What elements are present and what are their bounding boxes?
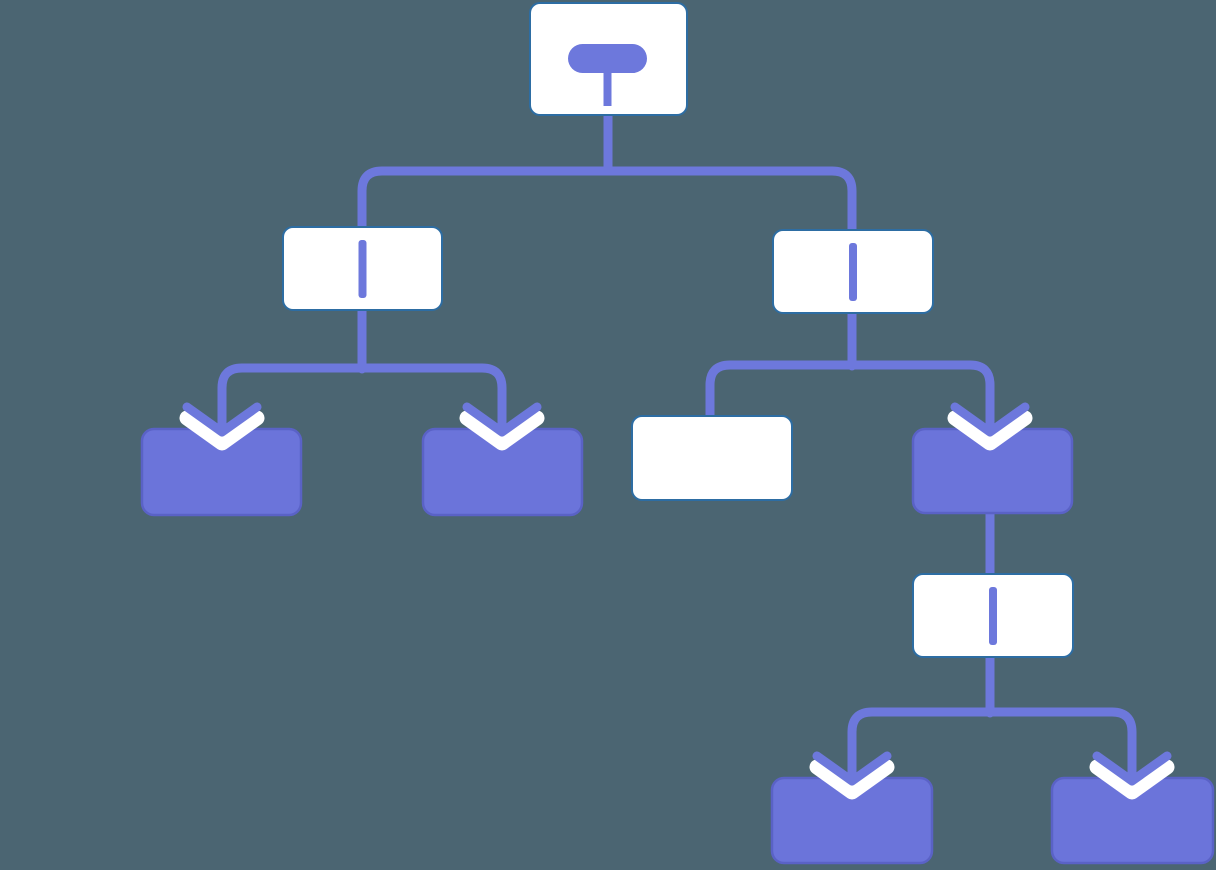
branch-node-left[interactable] [282,226,443,311]
arrowhead-layer [179,402,1175,800]
connector-layer [217,109,1137,781]
edge-bottom-branch [847,707,1137,781]
branch-node-right[interactable] [772,229,934,314]
edge-left-branch [217,363,507,432]
empty-white-node-box[interactable] [631,415,793,501]
node-layer [140,2,1215,865]
arrow-into-leaf-a [179,402,265,451]
edge-right-branch [705,360,995,432]
chevron-down-icon-white [947,410,1033,451]
chevron-down-icon-white [1089,759,1175,800]
arrow-into-node-c [947,402,1033,451]
chevron-down-icon-white [809,759,895,800]
chevron-down-icon-purple [1092,751,1172,786]
chevron-down-icon-purple [462,402,542,437]
arrow-into-leaf-e [809,751,895,800]
pill-glyph [568,44,647,73]
pill-stem-glyph [603,71,612,106]
chevron-down-icon-white [179,410,265,451]
arrow-into-leaf-b [459,402,545,451]
chevron-down-icon-purple [812,751,892,786]
vertical-bar-glyph [358,240,367,298]
chevron-down-icon-purple [950,402,1030,437]
vertical-bar-glyph [849,243,857,301]
root-node[interactable] [529,2,688,116]
chevron-down-icon-white [459,410,545,451]
edge-root-branch [357,166,857,238]
branch-node-d[interactable] [912,573,1074,658]
vertical-bar-glyph [989,587,997,645]
arrow-into-leaf-f [1089,751,1175,800]
chevron-down-icon-purple [182,402,262,437]
empty-white-node[interactable] [631,415,793,501]
